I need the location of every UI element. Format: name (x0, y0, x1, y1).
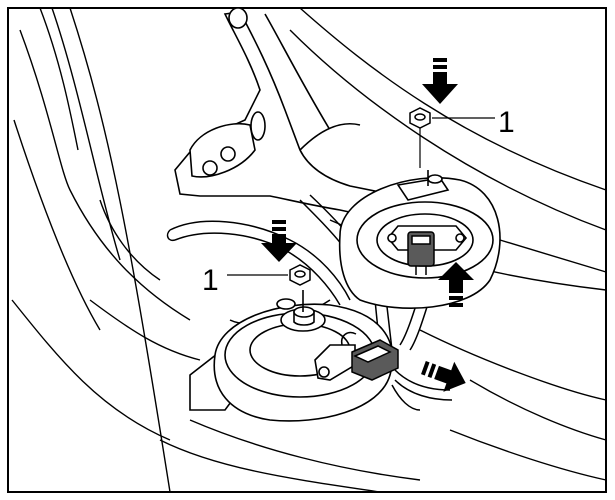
upper-connector-tab (411, 235, 431, 245)
lower-horn-stud-top (293, 306, 315, 318)
upper-nut-callout: 1 (498, 106, 515, 139)
lower-connector-latch (353, 345, 392, 363)
lower-horn-terminal-hole (318, 366, 330, 378)
upper-horn-terminal-hole-left (387, 233, 397, 243)
lower-nut-bore (294, 270, 306, 278)
lower-nut-callout: 1 (202, 264, 219, 297)
bracket-hole-2 (220, 146, 236, 162)
lower-horn-side-clip (276, 298, 296, 310)
lower-nut (289, 264, 311, 286)
mounting-bracket (174, 7, 432, 223)
bracket-hole-3 (250, 111, 266, 141)
frame-border (7, 7, 607, 493)
bracket-hole-1 (202, 160, 218, 176)
upper-horn-terminal-hole-right (455, 233, 465, 243)
upper-horn-stud (427, 174, 443, 184)
arrow-down-icon (261, 220, 297, 262)
lower-horn-connector (340, 331, 399, 381)
arrow-pointing-icon (421, 361, 466, 392)
bracket-hole-4 (228, 7, 248, 29)
upper-nut (409, 107, 431, 168)
callout-leaders (227, 117, 495, 276)
arrow-up-icon (438, 262, 474, 307)
upper-nut-bore (414, 113, 426, 121)
arrow-down-icon (422, 58, 458, 104)
upper-horn-connector (407, 231, 435, 275)
